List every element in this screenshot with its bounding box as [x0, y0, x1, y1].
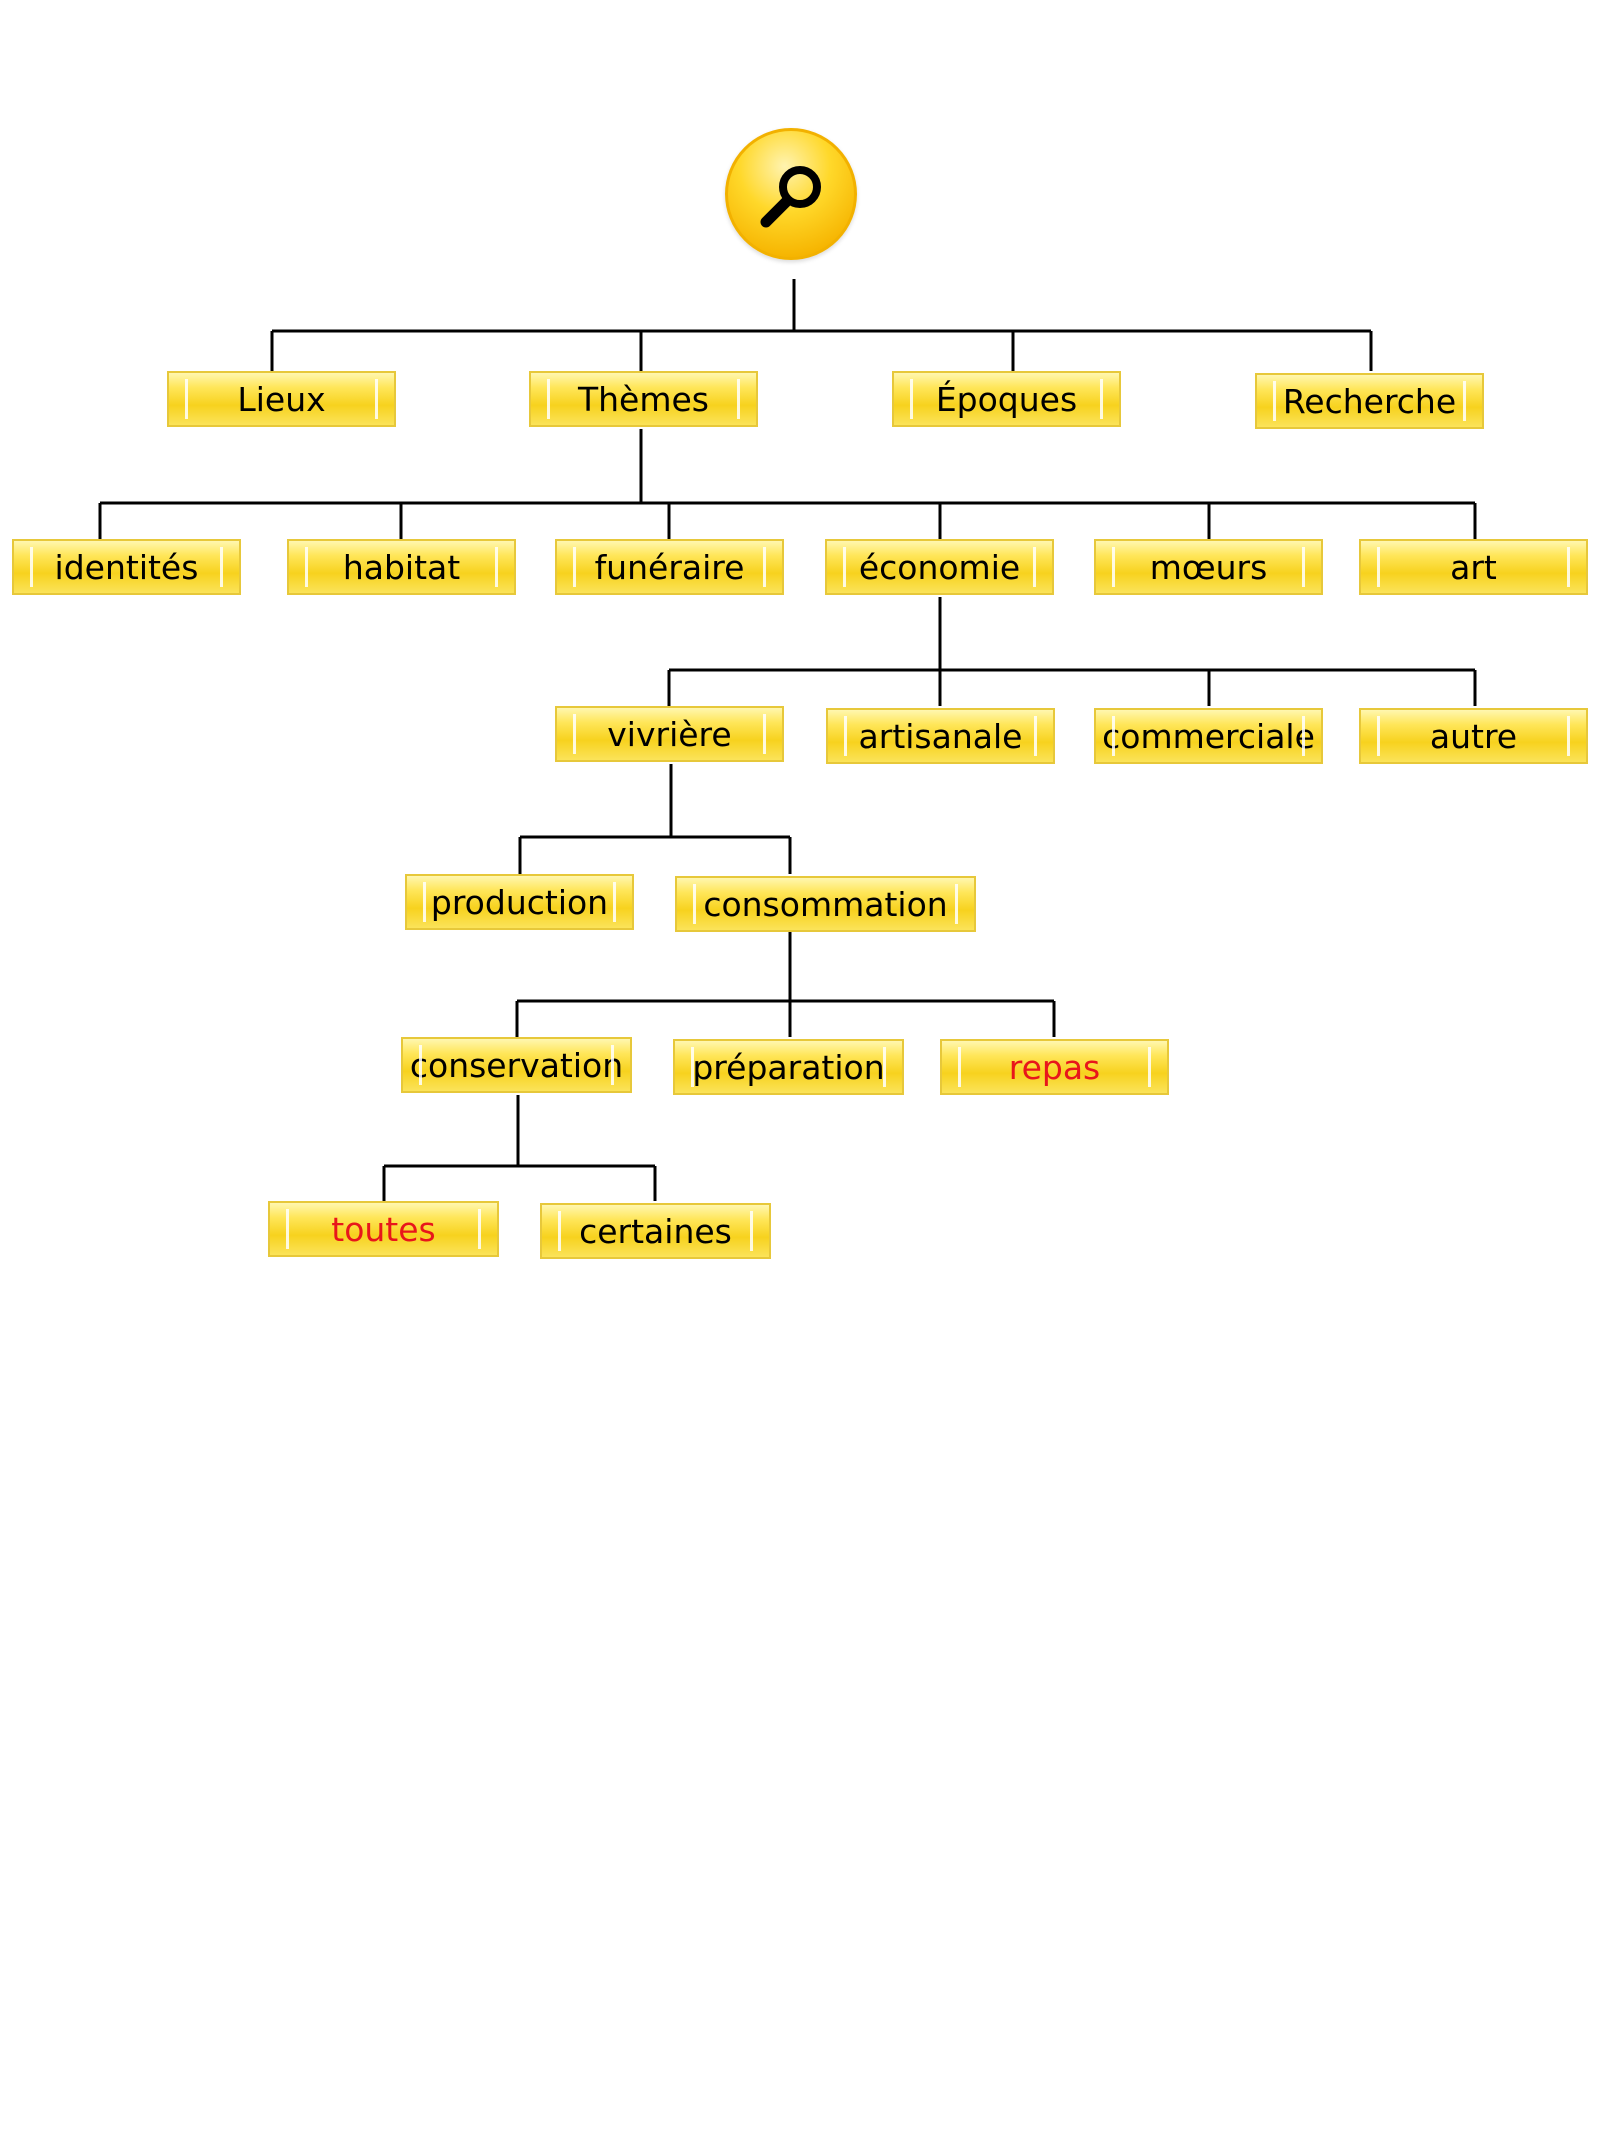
node-label: autre	[1429, 716, 1518, 756]
node-vivriere[interactable]: vivrière	[555, 706, 784, 762]
node-moeurs[interactable]: mœurs	[1094, 539, 1323, 595]
node-label: vivrière	[607, 714, 732, 754]
node-recherche[interactable]: Recherche	[1255, 373, 1484, 429]
node-label: artisanale	[858, 716, 1023, 756]
node-label: préparation	[692, 1047, 885, 1087]
node-label: art	[1450, 547, 1497, 587]
node-label: Recherche	[1282, 381, 1457, 421]
node-label: Thèmes	[577, 379, 710, 419]
node-identites[interactable]: identités	[12, 539, 241, 595]
node-label: Lieux	[237, 379, 326, 419]
node-habitat[interactable]: habitat	[287, 539, 516, 595]
node-autre[interactable]: autre	[1359, 708, 1588, 764]
magnifier-icon	[760, 166, 821, 228]
node-label: consommation	[703, 884, 948, 924]
node-label: toutes	[331, 1209, 436, 1249]
node-conservation[interactable]: conservation	[401, 1037, 632, 1093]
node-label: commerciale	[1102, 716, 1315, 756]
node-preparation[interactable]: préparation	[673, 1039, 904, 1095]
node-lieux[interactable]: Lieux	[167, 371, 396, 427]
search-button[interactable]	[725, 128, 857, 260]
node-art[interactable]: art	[1359, 539, 1588, 595]
node-economie[interactable]: économie	[825, 539, 1054, 595]
node-label: certaines	[579, 1211, 732, 1251]
node-label: Époques	[935, 379, 1078, 419]
node-consommation[interactable]: consommation	[675, 876, 976, 932]
node-epoques[interactable]: Époques	[892, 371, 1121, 427]
node-funeraire[interactable]: funéraire	[555, 539, 784, 595]
node-production[interactable]: production	[405, 874, 634, 930]
node-themes[interactable]: Thèmes	[529, 371, 758, 427]
node-label: mœurs	[1149, 547, 1268, 587]
node-label: funéraire	[594, 547, 745, 587]
node-repas[interactable]: repas	[940, 1039, 1169, 1095]
node-certaines[interactable]: certaines	[540, 1203, 771, 1259]
node-commerciale[interactable]: commerciale	[1094, 708, 1323, 764]
node-artisanale[interactable]: artisanale	[826, 708, 1055, 764]
node-label: économie	[858, 547, 1021, 587]
node-label: production	[430, 882, 609, 922]
node-label: habitat	[342, 547, 461, 587]
node-label: identités	[54, 547, 199, 587]
node-label: repas	[1008, 1047, 1101, 1087]
node-label: conservation	[409, 1045, 624, 1085]
node-toutes[interactable]: toutes	[268, 1201, 499, 1257]
